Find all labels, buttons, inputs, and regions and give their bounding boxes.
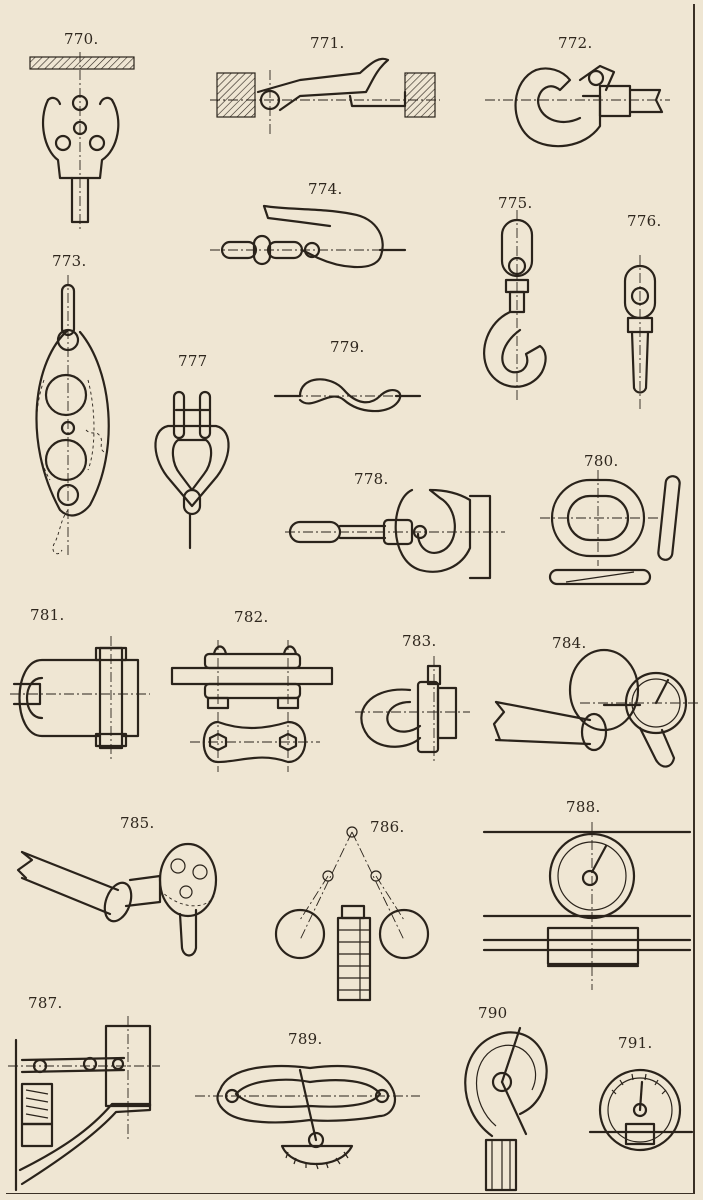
fig-label-788: 788. — [566, 798, 601, 816]
figure-783-drawing — [355, 656, 470, 762]
figure-788-drawing — [482, 822, 692, 990]
fig-label-777: 777 — [178, 352, 208, 370]
fig-label-791: 791. — [618, 1034, 653, 1052]
figure-772-drawing — [485, 64, 670, 148]
figure-773-drawing — [35, 275, 110, 555]
figure-777-drawing — [154, 390, 230, 550]
fig-label-786: 786. — [370, 818, 405, 836]
figure-781-drawing — [10, 636, 150, 760]
figure-787-drawing — [8, 1016, 160, 1192]
fig-label-771: 771. — [310, 34, 345, 52]
figure-771-drawing — [210, 57, 440, 135]
fig-label-781: 781. — [30, 606, 65, 624]
figure-782-drawing — [170, 640, 334, 772]
fig-label-789: 789. — [288, 1030, 323, 1048]
figure-776-drawing — [623, 255, 657, 410]
figure-790-drawing — [464, 1026, 548, 1192]
figure-791-drawing — [588, 1068, 694, 1152]
figure-789-drawing — [195, 1064, 420, 1170]
fig-label-785: 785. — [120, 814, 155, 832]
fig-label-776: 776. — [627, 212, 662, 230]
fig-label-782: 782. — [234, 608, 269, 626]
figure-784-drawing — [492, 648, 700, 768]
fig-label-778: 778. — [354, 470, 389, 488]
plate-border — [6, 4, 695, 1194]
fig-label-783: 783. — [402, 632, 437, 650]
figure-785-drawing — [16, 842, 218, 957]
figure-786-drawing — [274, 826, 430, 1002]
figure-774-drawing — [210, 204, 407, 269]
figure-780-drawing — [540, 470, 681, 586]
fig-label-784: 784. — [552, 634, 587, 652]
fig-label-775: 775. — [498, 194, 533, 212]
figure-778-drawing — [285, 488, 505, 580]
figure-775-drawing — [483, 210, 547, 400]
fig-label-779: 779. — [330, 338, 365, 356]
fig-label-773: 773. — [52, 252, 87, 270]
fig-label-787: 787. — [28, 994, 63, 1012]
figure-779-drawing — [273, 378, 422, 413]
fig-label-772: 772. — [558, 34, 593, 52]
fig-label-790: 790 — [478, 1004, 508, 1022]
figure-770-drawing — [29, 52, 135, 230]
fig-label-774: 774. — [308, 180, 343, 198]
fig-label-780: 780. — [584, 452, 619, 470]
fig-label-770: 770. — [64, 30, 99, 48]
